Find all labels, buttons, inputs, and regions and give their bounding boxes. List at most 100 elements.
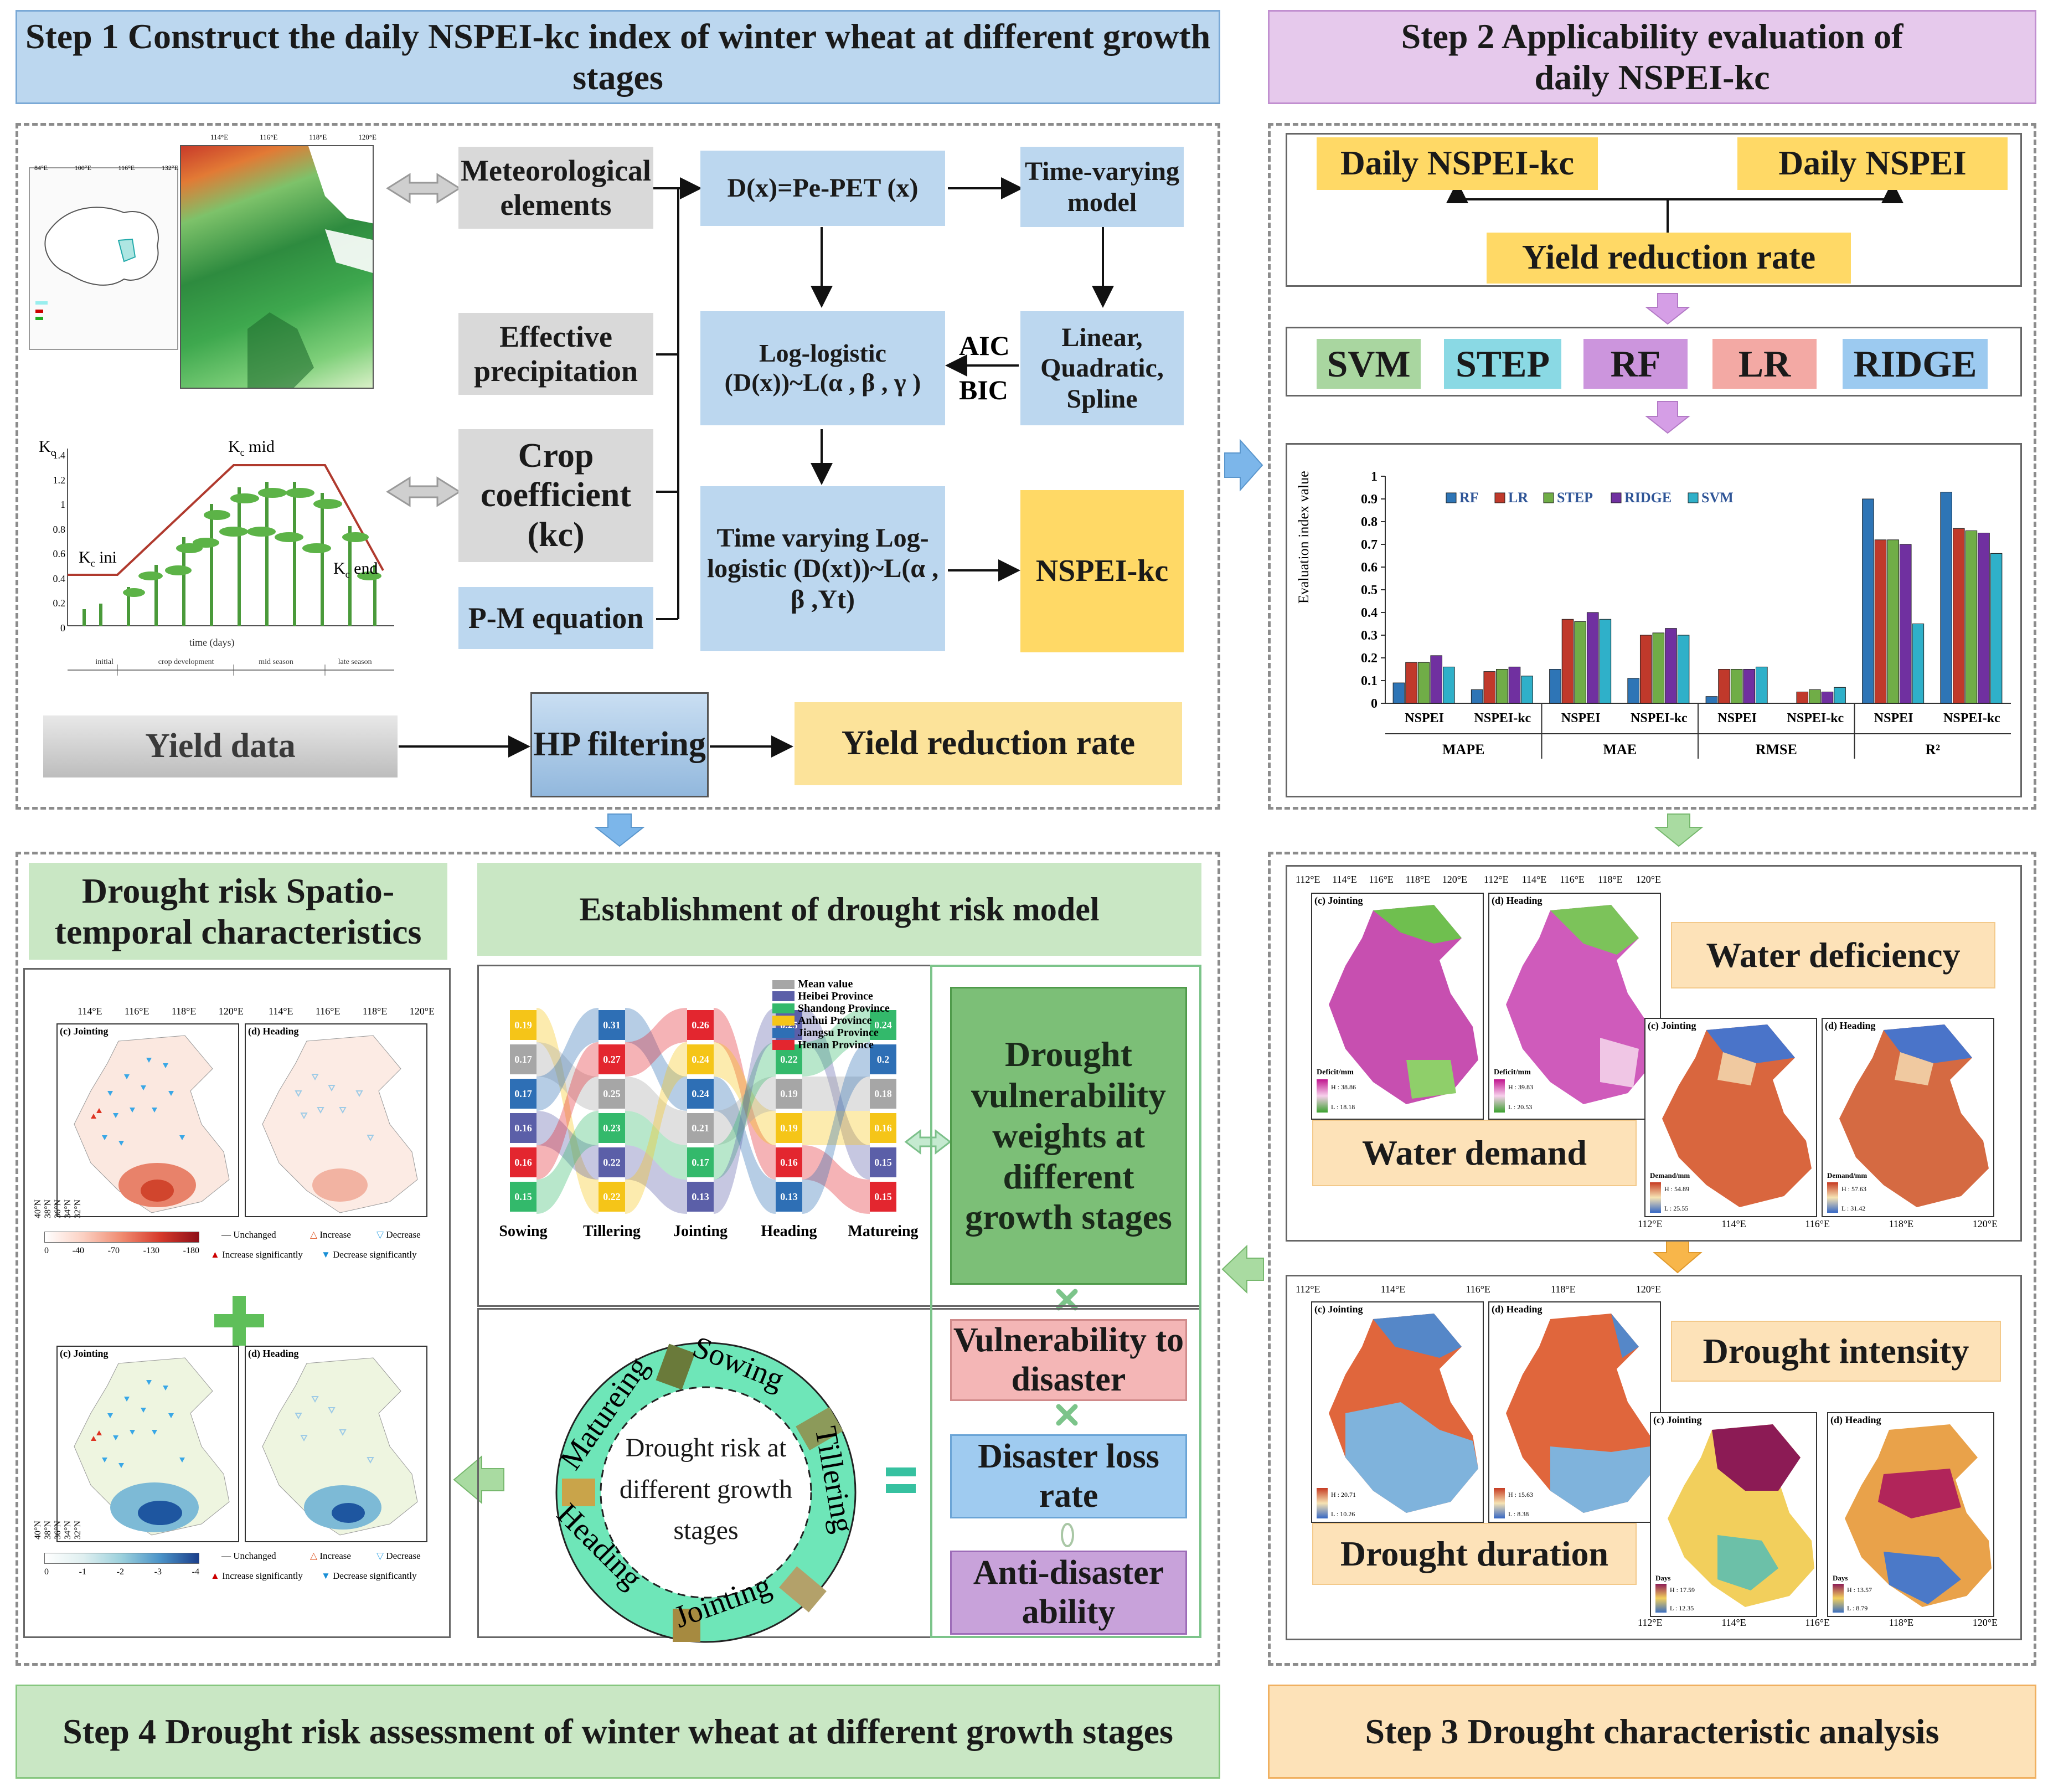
chart-bar (1862, 498, 1874, 704)
alluvial-node (687, 1113, 714, 1143)
kc-tick: 0 (60, 622, 65, 634)
duration-map-heading: (d) Heading Days H : 13.57 L : 8.79 (1827, 1412, 1994, 1617)
alluvial-stage-label: Heading (761, 1223, 817, 1240)
nspei-kc-box: NSPEI-kc (1020, 490, 1184, 652)
legend2-tick: -4 (192, 1567, 199, 1577)
p4-lat: 32°N (73, 1199, 82, 1218)
chart-bar (1574, 621, 1586, 704)
intensity-map-heading: (d) Heading H : 15.63 L : 8.38 (1488, 1301, 1661, 1523)
kc-sub: c (240, 447, 245, 458)
alluvial-legend-swatch (772, 991, 795, 1001)
duration-j-low: L : 12.35 (1670, 1604, 1694, 1612)
dx-box: D(x)=Pe-PET (x) (700, 151, 945, 226)
alluvial-value: 0.17 (692, 1157, 709, 1168)
intensity-map-jointing-title: (c) Jointing (1314, 1304, 1363, 1315)
demand-h-low: L : 31.42 (1841, 1204, 1866, 1212)
alluvial-value: 0.15 (874, 1157, 892, 1168)
demand-legend-title: Demand/mm (1827, 1171, 1868, 1180)
p3-lon: 112°E (1296, 874, 1320, 885)
kc-ini-label: K (79, 548, 91, 567)
legend1-tick: -70 (107, 1246, 120, 1255)
study-area-elevation-map (180, 145, 374, 389)
model-lr: LR (1712, 339, 1817, 389)
decrease-marker: ▽ (376, 1551, 386, 1561)
drought-duration-label: Drought duration (1312, 1523, 1637, 1585)
kc-tick: 0.2 (53, 598, 66, 609)
risk-legend-1: 0-40-70-130-180 — Unchanged △ Increase ▽… (44, 1229, 432, 1268)
step4-title: Step 4 Drought risk assessment of winter… (16, 1685, 1220, 1779)
ring-center-label: Drought risk at different growth stages (619, 1433, 793, 1546)
bic-label: BIC (959, 374, 1008, 405)
p4-lon: 118°E (362, 1006, 388, 1017)
intensity-h-low: L : 8.38 (1508, 1510, 1529, 1518)
time-varying-log-logistic-box: Time varying Log-logistic (D(xt))~L(α , … (700, 486, 945, 651)
risk-map-h-title: (d) Heading (248, 1026, 299, 1037)
alluvial-node (687, 1147, 714, 1177)
demand-legend-title: Demand/mm (1650, 1171, 1690, 1180)
p3-lon: 116°E (1805, 1617, 1830, 1628)
alluvial-flow (714, 1008, 776, 1214)
alluvial-node (599, 1147, 625, 1177)
drought-frame (1286, 1275, 2022, 1640)
vulnerability-disaster-box: Vulnerability to disaster (950, 1319, 1187, 1401)
increase-marker: △ (310, 1551, 320, 1561)
chart-group-label: R² (1925, 741, 1940, 758)
alluvial-flow (802, 1008, 870, 1180)
chart-y-tick-label: 0.9 (1361, 492, 1378, 507)
step3-title: Step 3 Drought characteristic analysis (1268, 1685, 2036, 1779)
p3-lon: 120°E (1442, 874, 1467, 885)
chart-bar (1521, 676, 1533, 704)
alluvial-node (510, 1079, 536, 1109)
alluvial-value: 0.22 (780, 1054, 798, 1065)
log-logistic-box: Log-logistic (D(x))~L(α , β , γ ) (700, 311, 945, 425)
deficit-j-low: L : 18.18 (1331, 1103, 1355, 1111)
daily-nspei-box: Daily NSPEI (1737, 137, 2008, 190)
chart-y-tick-label: 0 (1371, 697, 1378, 711)
step1-title-text: Step 1 Construct the daily NSPEI-kc inde… (25, 17, 1211, 97)
chart-subgroup-label: NSPEI (1874, 711, 1913, 725)
water-demand-label: Water demand (1312, 1120, 1637, 1186)
p3-lon: 120°E (1636, 1284, 1661, 1295)
water-frame (1286, 865, 2022, 1242)
alluvial-value: 0.16 (780, 1157, 798, 1168)
alluvial-legend-label: Anhui Province (798, 1015, 872, 1027)
days-legend-title: Days (1833, 1574, 1848, 1582)
alluvial-value: 0.18 (874, 1088, 892, 1099)
spatio-temporal-text: Drought risk Spatio-temporal characteris… (54, 871, 422, 951)
chart-bar (1665, 628, 1677, 704)
p3-lon: 112°E (1638, 1617, 1663, 1628)
anti-disaster-text: Anti-disaster ability (973, 1553, 1164, 1631)
p4-lat: 34°N (63, 1521, 73, 1539)
panel3-frame (1268, 852, 2036, 1666)
chart-bar (1730, 669, 1743, 704)
alluvial-value: 0.13 (780, 1191, 798, 1202)
alluvial-node (599, 1044, 625, 1074)
alluvial-legend-label: Jiangsu Province (798, 1027, 879, 1039)
legend2-tick: -1 (79, 1567, 86, 1577)
kc-ini-word: ini (99, 548, 117, 567)
alluvial-node (870, 1113, 896, 1143)
legend1-decrease: Decrease (386, 1229, 421, 1240)
duration-map-heading-title: (d) Heading (1830, 1414, 1881, 1425)
alluvial-flow (714, 1042, 776, 1145)
meteorological-elements-box: Meteorological elements (458, 147, 653, 229)
p3-lon: 118°E (1889, 1218, 1914, 1229)
model-lr-text: LR (1738, 342, 1791, 385)
drought-intensity-label: Drought intensity (1671, 1321, 2001, 1382)
alluvial-value: 0.16 (874, 1122, 892, 1134)
evaluation-chart-frame (1286, 443, 2022, 797)
deficit-h-low: L : 20.53 (1508, 1103, 1533, 1111)
small-map-lon-4: 132°E (161, 164, 178, 172)
chart-subgroup-label: NSPEI (1405, 711, 1444, 725)
chart-legend-label: STEP (1557, 490, 1593, 506)
chart-legend-swatch (1543, 492, 1554, 503)
p3-lon: 118°E (1551, 1284, 1576, 1295)
small-map-lon-1: 84°E (34, 164, 48, 172)
legend1-unchanged: Unchanged (233, 1229, 276, 1240)
alluvial-node (870, 1010, 896, 1040)
alluvial-node (776, 1147, 802, 1177)
p4-lat: 32°N (73, 1521, 82, 1539)
